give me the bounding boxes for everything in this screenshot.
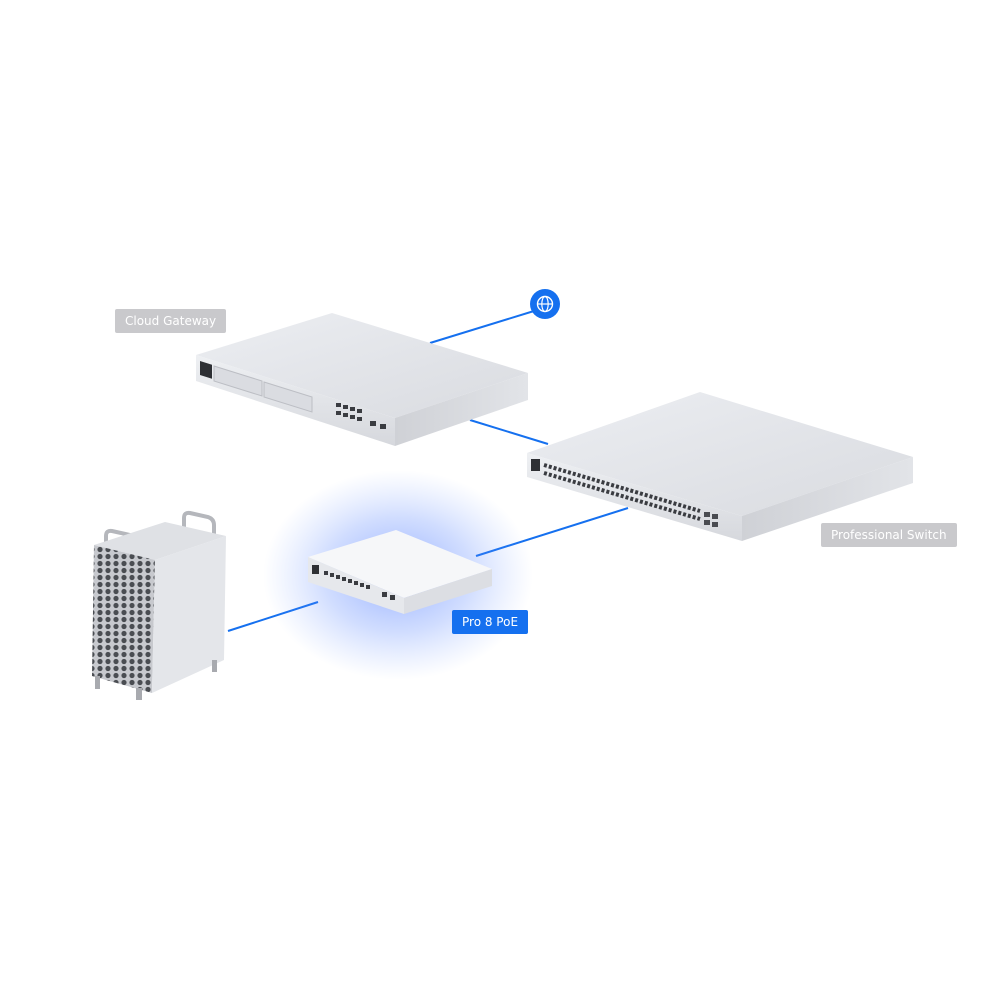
cloud-gateway-label: Cloud Gateway (115, 309, 227, 333)
pro-8-poe-device[interactable] (308, 530, 492, 614)
switch-port-rows (543, 463, 701, 521)
professional-switch-label: Professional Switch (821, 523, 957, 547)
pro-poe-label: Pro 8 PoE (452, 610, 529, 634)
link-gateway-switch (469, 419, 549, 445)
link-gateway-internet (429, 310, 535, 344)
professional-switch-device[interactable] (527, 392, 913, 541)
workstation-tower-device[interactable] (92, 510, 226, 700)
cloud-gateway-device[interactable] (196, 313, 528, 446)
globe-icon (530, 289, 560, 319)
